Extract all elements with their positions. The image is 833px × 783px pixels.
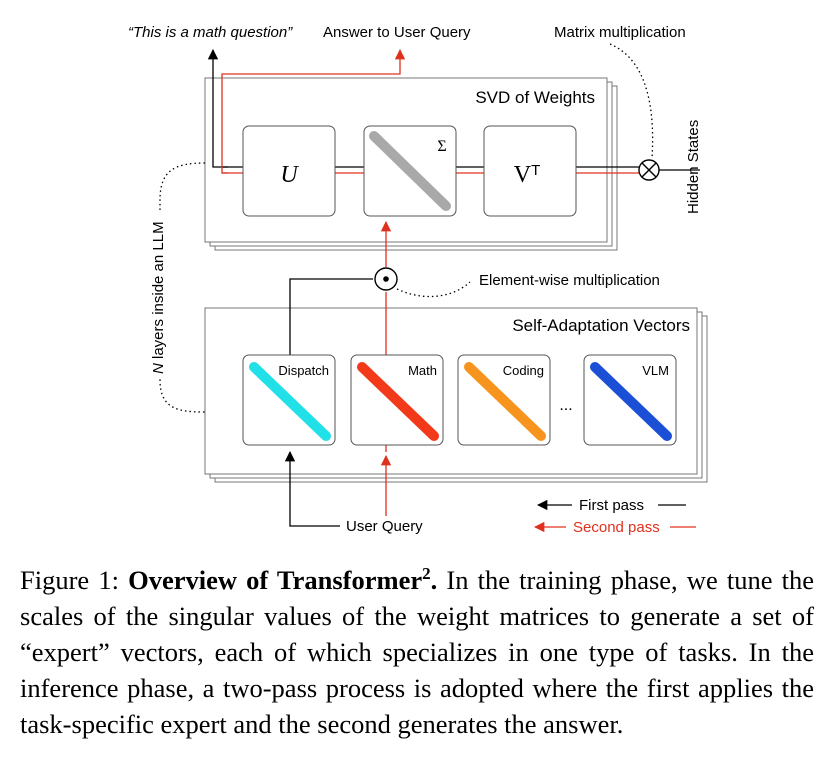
sigma-label: Σ <box>437 138 446 155</box>
dispatch-vector-line <box>289 278 373 355</box>
expert-math-diagonal <box>357 362 439 441</box>
expert-coding-label: Coding <box>503 363 544 378</box>
hidden-states-label: Hidden States <box>685 120 702 214</box>
odot-icon <box>374 267 398 291</box>
matrix-vt-label: VT <box>514 162 541 188</box>
expert-math: Math <box>350 354 444 446</box>
elementwise-dotted-connector <box>396 281 471 298</box>
label-matrix-multiplication: Matrix multiplication <box>554 24 686 41</box>
matrix-vt <box>483 125 577 217</box>
sav-title: Self-Adaptation Vectors <box>512 316 690 335</box>
matrix-mult-dotted-connector <box>609 43 654 159</box>
expert-dispatch-diagonal <box>249 362 331 441</box>
expert-math-label: Math <box>408 363 437 378</box>
otimes-icon <box>638 159 660 181</box>
caption-body: In the training phase, we tune the scale… <box>20 564 815 739</box>
legend-first-pass-label: First pass <box>579 497 644 514</box>
expert-dispatch: Dispatch <box>242 354 336 446</box>
elementwise-label: Element-wise multiplication <box>479 272 660 289</box>
svd-title: SVD of Weights <box>475 88 595 107</box>
n-layers-label: N layers inside an LLM <box>150 221 167 374</box>
label-answer: Answer to User Query <box>323 24 471 41</box>
legend-second-pass-label: Second pass <box>573 519 660 536</box>
second-pass-output-line <box>221 48 406 174</box>
transformer-squared-diagram: “This is a math question” Answer to User… <box>128 24 708 536</box>
label-math-question: “This is a math question” <box>128 24 293 41</box>
user-query-first-pass-line <box>284 450 340 527</box>
sigma-diagonal <box>369 131 451 211</box>
expert-vlm-label: VLM <box>642 363 669 378</box>
figure-caption: Figure 1: Overview of Transformer2. In t… <box>20 556 814 742</box>
first-pass-output-line <box>207 48 228 168</box>
expert-vlm: VLM <box>583 354 677 446</box>
expert-dispatch-label: Dispatch <box>278 363 329 378</box>
matrix-u <box>242 125 336 217</box>
matrix-u-label: U <box>280 162 299 188</box>
legend: First pass Second pass <box>533 497 696 536</box>
caption-prefix: Figure 1: <box>20 564 129 595</box>
caption-title: Overview of Transformer <box>128 564 423 595</box>
expert-ellipsis: ... <box>559 397 572 414</box>
caption-title-end: . <box>430 564 438 595</box>
caption-title-superscript: 2 <box>422 564 431 583</box>
expert-vlm-diagonal <box>590 362 672 441</box>
expert-coding-diagonal <box>464 362 546 441</box>
user-query-label: User Query <box>346 518 423 535</box>
expert-coding: Coding <box>457 354 551 446</box>
